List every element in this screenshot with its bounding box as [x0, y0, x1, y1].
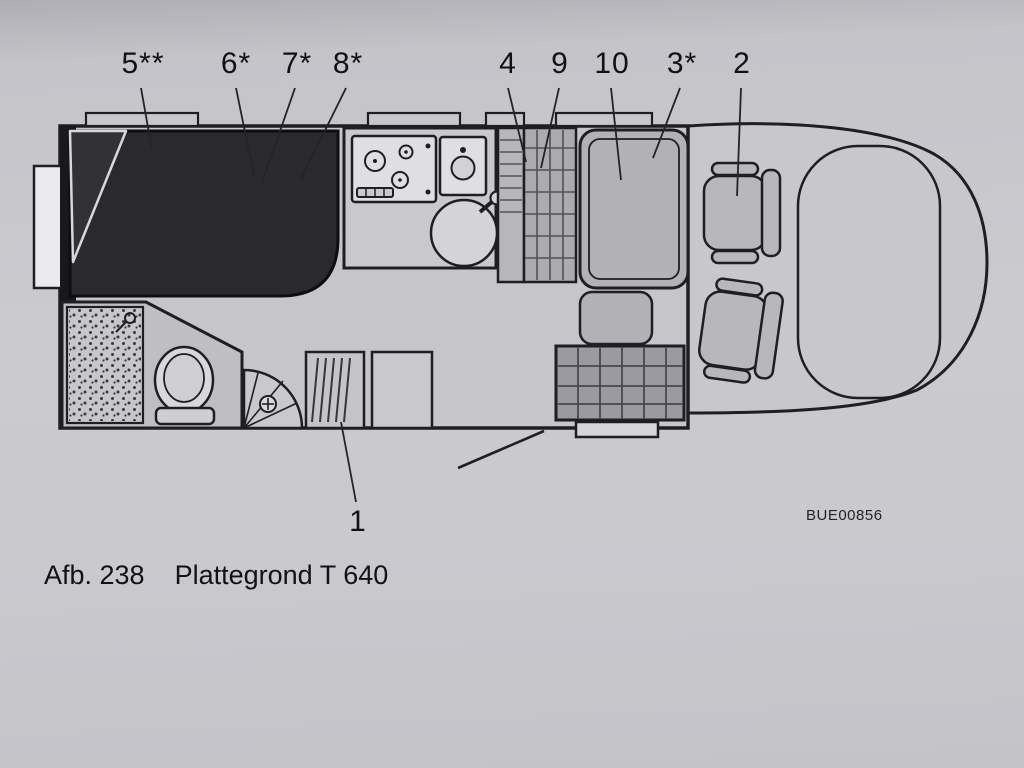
leader-line-4 [507, 87, 527, 163]
table-grid [554, 344, 686, 422]
wardrobe [304, 350, 366, 430]
roof-rail [554, 111, 654, 128]
dashboard-hood [796, 144, 942, 400]
side-cushion [578, 290, 654, 346]
callout-label-1: 1 [349, 505, 367, 538]
shower-tray [65, 305, 145, 425]
callout-label-7: 7* [281, 47, 313, 80]
bed-mattress [68, 129, 340, 298]
callout-label-8: 8* [332, 47, 364, 80]
callout-label-9: 9 [551, 47, 569, 80]
leader-line-3 [652, 87, 681, 159]
roof-rail [84, 111, 200, 128]
rear-window [32, 164, 64, 290]
leader-line-9 [540, 87, 560, 169]
kitchen-sink [438, 135, 488, 197]
tall-cabinet [496, 126, 526, 284]
kitchen-unit [342, 126, 505, 270]
passenger-seat [702, 161, 782, 265]
seat-armrest [702, 364, 752, 384]
roof-rails [84, 111, 654, 128]
roof-rail [366, 111, 462, 128]
figure-number: Afb. 238 [44, 560, 145, 590]
entry-door-swing [457, 429, 545, 470]
figure-title: Plattegrond T 640 [174, 560, 389, 590]
figure-caption: Afb. 238 Plattegrond T 640 [44, 560, 388, 591]
leader-line-7 [262, 87, 296, 181]
callout-label-6: 6* [220, 47, 252, 80]
blanket-fold [68, 129, 128, 264]
leader-line-2 [736, 87, 742, 197]
seat-armrest [710, 249, 760, 265]
driver-seat [698, 277, 784, 384]
seat-armrest [715, 277, 764, 297]
callout-label-5: 5** [121, 47, 165, 80]
figure-code: BUE00856 [806, 507, 883, 524]
callout-leader-lines [140, 87, 742, 503]
seat-cushion [702, 174, 768, 252]
leader-line-5 [140, 87, 153, 151]
seat-backrest [760, 168, 782, 258]
hall-bench [370, 350, 434, 430]
entry-step [574, 420, 660, 439]
leader-line-10 [610, 87, 622, 181]
corner-sink [242, 368, 304, 430]
leader-line-8 [300, 87, 347, 180]
callout-label-10: 10 [594, 47, 630, 80]
refrigerator-grid [522, 126, 578, 284]
seat-armrest [710, 161, 760, 177]
stove [350, 134, 438, 204]
dinette-bench [578, 128, 690, 290]
bathroom [60, 300, 244, 430]
callout-label-2: 2 [733, 47, 751, 80]
callout-label-3: 3* [666, 47, 698, 80]
leader-line-6 [235, 87, 255, 177]
toilet [153, 345, 216, 426]
leader-line-1 [340, 421, 357, 503]
bed-area [68, 129, 340, 298]
roof-rail [484, 111, 526, 128]
seat-backrest [753, 291, 784, 380]
callout-label-4: 4 [499, 47, 517, 80]
